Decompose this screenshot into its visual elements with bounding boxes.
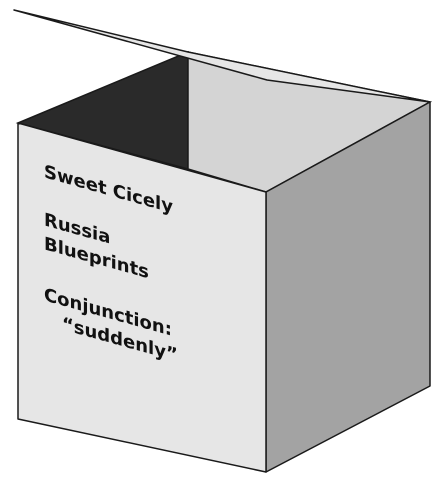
open-box-diagram: Sweet Cicely Russia Blueprints Conjuncti… — [0, 0, 443, 477]
